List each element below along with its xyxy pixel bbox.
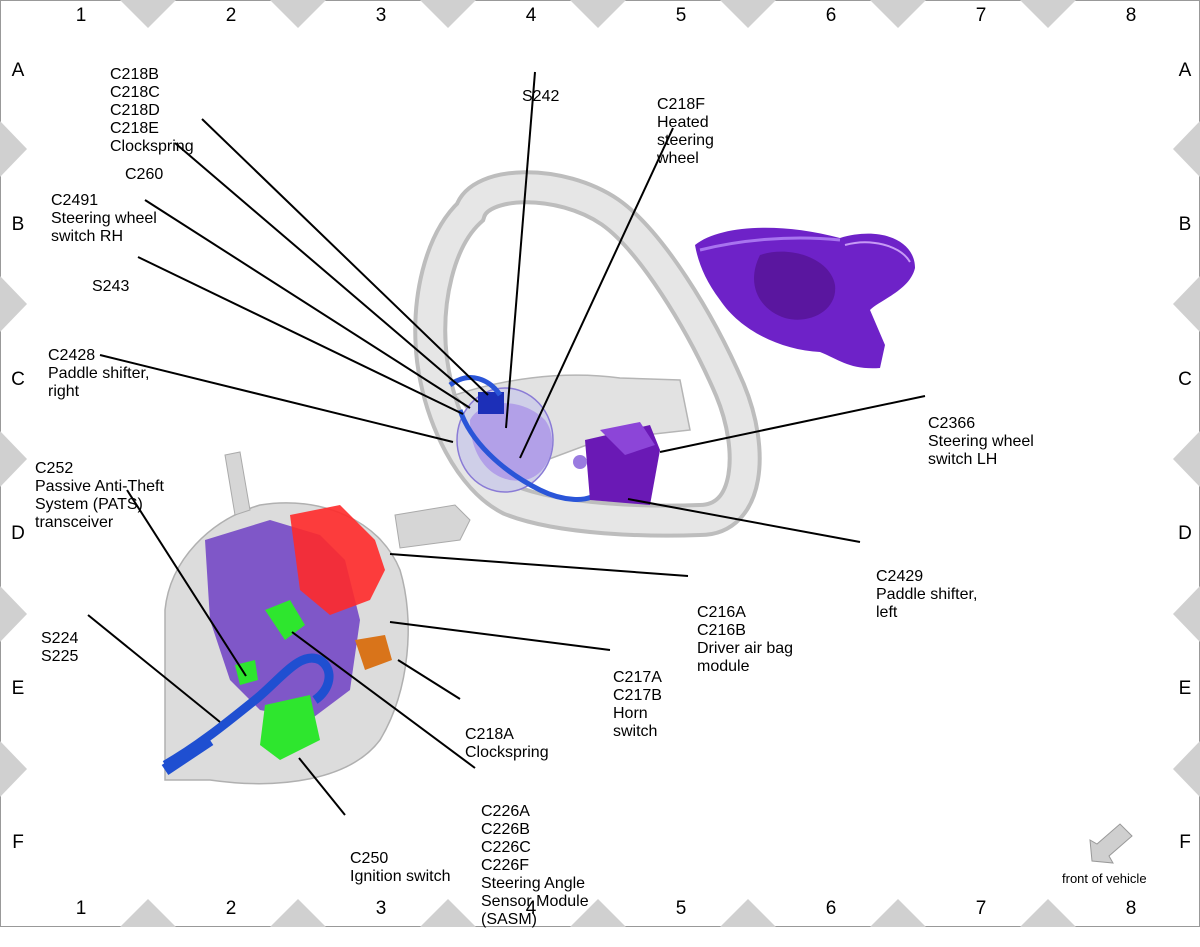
grid-col-5-top: 5 (675, 5, 687, 26)
leader-lines (87, 71, 926, 816)
grid-row-a-left: A (11, 60, 25, 81)
grid-row-b-left: B (11, 214, 25, 235)
grid-col-7-top: 7 (975, 5, 987, 26)
grid-markers (0, 0, 1200, 927)
grid-col-6-top: 6 (825, 5, 837, 26)
grid-col-8-top: 8 (1125, 5, 1137, 26)
grid-row-e-right: E (1178, 678, 1192, 699)
grid-row-a-right: A (1178, 60, 1192, 81)
grid-col-1-bottom: 1 (75, 898, 87, 919)
grid-row-d-right: D (1178, 523, 1192, 544)
callout-s242: S242 (522, 88, 560, 105)
grid-row-f-right: F (1179, 832, 1191, 853)
grid-col-4-top: 4 (525, 5, 537, 26)
diagram-frame: 1 2 3 4 5 6 7 8 1 2 3 4 5 6 7 8 A B C D … (0, 0, 1200, 928)
grid-col-2-bottom: 2 (225, 898, 237, 919)
grid-row-b-right: B (1178, 214, 1192, 235)
steering-column-illustration (161, 451, 471, 785)
grid-row-c-right: C (1178, 369, 1192, 390)
grid-col-3-top: 3 (375, 5, 387, 26)
grid-col-5-bottom: 5 (675, 898, 687, 919)
grid-row-e-left: E (11, 678, 25, 699)
grid-col-3-bottom: 3 (375, 898, 387, 919)
callout-s243: S243 (92, 278, 130, 295)
front-of-vehicle-caption: front of vehicle (1062, 871, 1147, 886)
arrow-down-left-icon (1089, 823, 1133, 864)
grid-col-7-bottom: 7 (975, 898, 987, 919)
grid-row-d-left: D (11, 523, 25, 544)
grid-col-6-bottom: 6 (825, 898, 837, 919)
callout-c260: C260 (125, 166, 164, 183)
grid-col-1-top: 1 (75, 5, 87, 26)
airbag-module-illustration (695, 227, 915, 369)
diagram-svg (0, 0, 1200, 927)
grid-row-c-left: C (11, 369, 25, 390)
grid-col-8-bottom: 8 (1125, 898, 1137, 919)
grid-col-2-top: 2 (225, 5, 237, 26)
grid-row-f-left: F (12, 832, 24, 853)
grid-col-4-bottom: 4 (525, 898, 537, 919)
steering-wheel-illustration (413, 170, 762, 538)
